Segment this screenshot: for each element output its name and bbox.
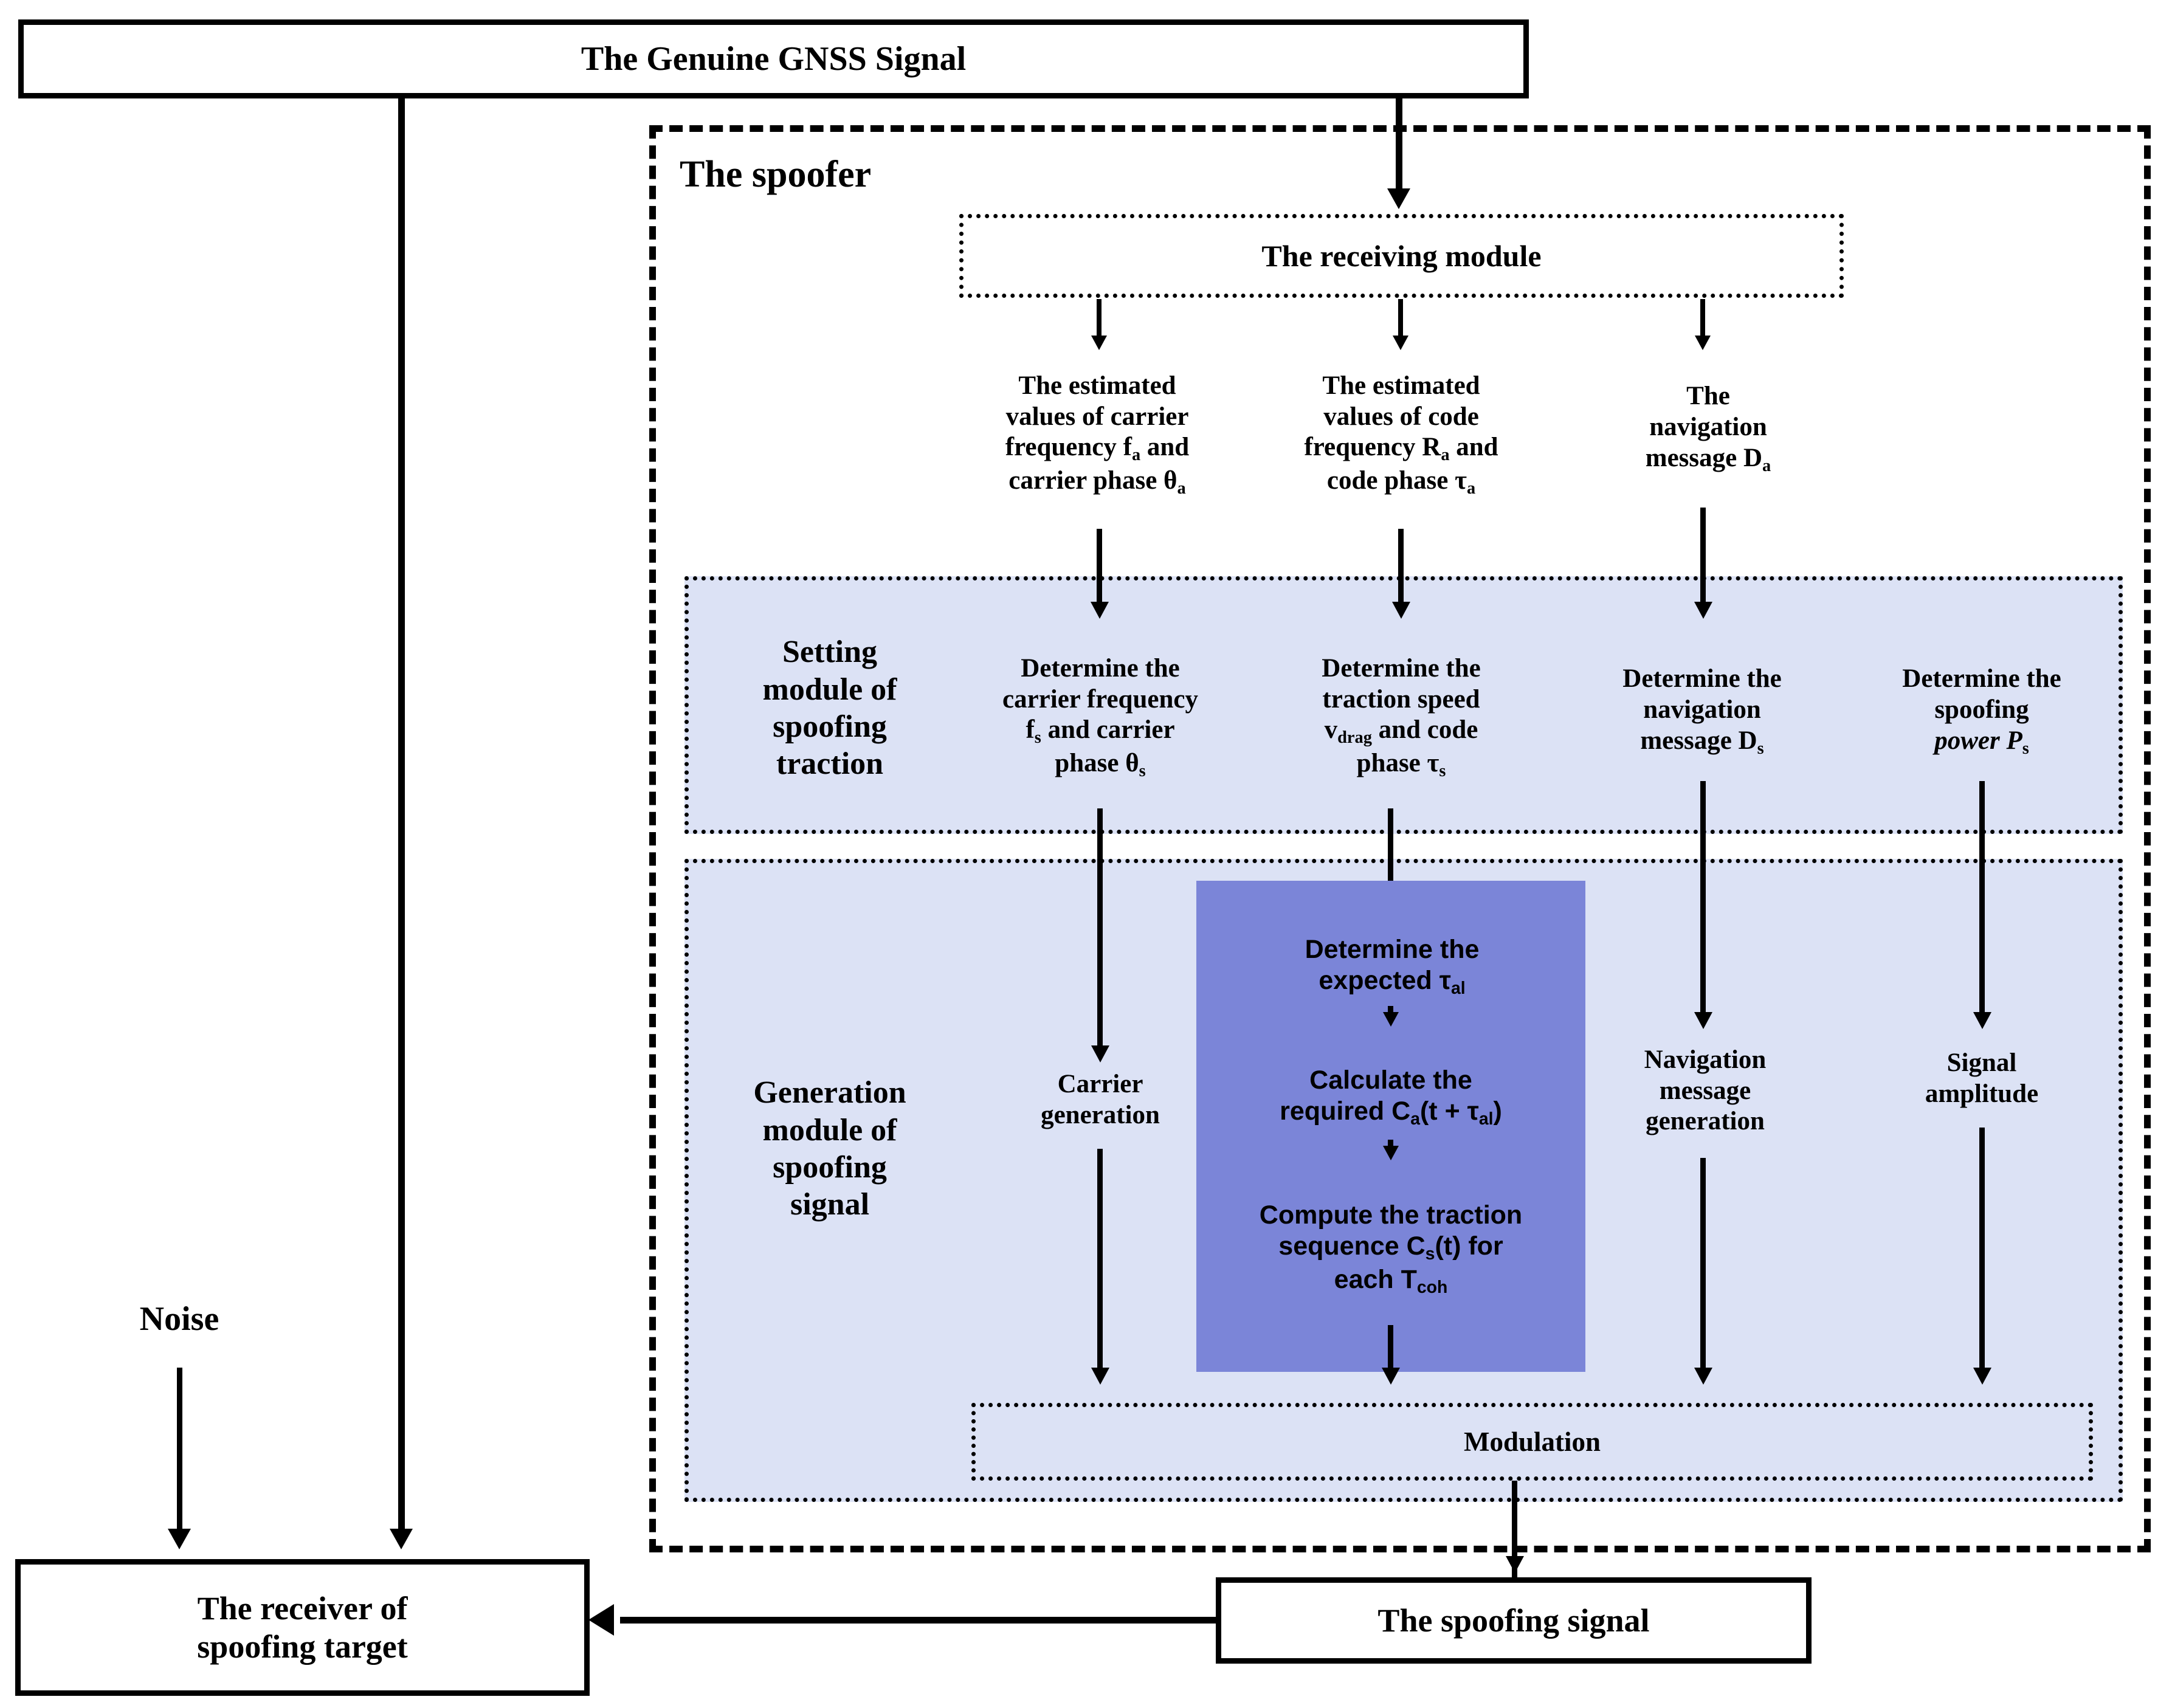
spoofing-signal-box: The spoofing signal (1216, 1577, 1812, 1664)
arrow-recv-to-carrier-head (1091, 336, 1107, 350)
arrow-setting-power-to-generation-head (1973, 1012, 1991, 1029)
connector-calculate-to-compute (1388, 1140, 1393, 1153)
setting-item-traction-speed: Determine the traction speed vdrag and c… (1322, 653, 1481, 780)
traction-sequence-box (1196, 881, 1585, 1372)
arrow-code-to-setting-head (1392, 602, 1410, 619)
setting-item-spoofing-power: Determine the spoofing power Ps (1902, 664, 2061, 758)
receiver-spoofing-target-box: The receiver of spoofing target (15, 1559, 590, 1696)
modulation-label: Modulation (1463, 1427, 1601, 1457)
arrow-navmsg-to-setting-head (1694, 602, 1712, 619)
receiving-module-box: The receiving module (959, 214, 1844, 298)
arrow-carrier-to-modulation-head (1091, 1368, 1109, 1385)
receiving-module-label: The receiving module (1261, 239, 1542, 273)
arrow-setting-nav-to-generation-head (1694, 1012, 1712, 1029)
estimate-carrier-text: The estimated values of carrier frequenc… (1005, 371, 1190, 498)
spoofing-signal-label: The spoofing signal (1377, 1602, 1650, 1639)
estimate-navmsg-text: The navigation message Da (1645, 382, 1771, 475)
noise-label: Noise (139, 1300, 219, 1338)
connector-modulation-to-spoofing-signal (1512, 1481, 1517, 1581)
setting-item-nav-message: Determine the navigation message Ds (1622, 664, 1782, 758)
connector-spoofing-signal-to-receiver (620, 1617, 1219, 1624)
connector-carrier-to-modulation (1097, 1149, 1103, 1374)
arrow-recv-to-code-head (1393, 336, 1408, 350)
navigation-generation-text: Navigation message generation (1644, 1045, 1767, 1136)
connector-amplitude-to-modulation (1979, 1128, 1985, 1374)
setting-item-carrier-freq: Determine the carrier frequency fs and c… (1002, 653, 1198, 780)
connector-carrier-to-setting (1097, 529, 1102, 608)
connector-setting-power-to-generation (1979, 781, 1985, 1018)
traction-step-compute-sequence: Compute the traction sequence Cs(t) for … (1259, 1200, 1523, 1298)
arrow-carrier-to-setting-head (1091, 602, 1109, 619)
connector-setting-carrier-to-generation (1097, 808, 1103, 1052)
connector-setting-traction-to-darkbox (1388, 808, 1393, 906)
spoofer-label: The spoofer (680, 154, 872, 196)
connector-gnss-to-receiver (398, 98, 405, 1539)
connector-noise-to-receiver (177, 1368, 182, 1541)
arrow-sequence-to-modulation-head (1382, 1368, 1400, 1385)
connector-gnss-to-receiving-module (1396, 98, 1402, 196)
arrow-recv-to-navmsg-head (1695, 336, 1711, 350)
setting-module-panel (684, 576, 2123, 834)
connector-code-to-setting (1398, 529, 1404, 608)
estimate-code-text: The estimated values of code frequency R… (1304, 371, 1498, 498)
arrow-modulation-to-spoofing-signal-head (1506, 1556, 1524, 1573)
connector-sequence-to-modulation (1388, 1325, 1393, 1374)
arrow-setting-carrier-to-generation-head (1091, 1045, 1109, 1062)
connector-recv-to-carrier (1097, 299, 1102, 342)
genuine-gnss-signal-label: The Genuine GNSS Signal (581, 40, 967, 78)
signal-amplitude-text: Signal amplitude (1925, 1049, 2039, 1108)
arrow-nav-to-modulation-head (1694, 1368, 1712, 1385)
arrow-gnss-to-receiver-head (390, 1529, 413, 1549)
arrow-gnss-to-receiving-module-head (1387, 188, 1410, 209)
generation-module-label: Generation module of spoofing signal (753, 1075, 906, 1222)
arrow-spoofing-signal-to-receiver-head (588, 1604, 614, 1636)
spoofer-container (649, 125, 2151, 1552)
modulation-box: Modulation (971, 1403, 2093, 1481)
connector-recv-to-navmsg (1700, 299, 1705, 342)
connector-recv-to-code (1398, 299, 1403, 342)
arrow-amplitude-to-modulation-head (1973, 1368, 1991, 1385)
traction-step-expected-tau: Determine the expected τal (1305, 934, 1480, 998)
arrow-noise-to-receiver-head (168, 1529, 191, 1549)
connector-nav-to-modulation (1700, 1158, 1706, 1374)
traction-step-required-ca: Calculate the required Ca(t + τal) (1280, 1065, 1502, 1129)
carrier-generation-text: Carrier generation (1041, 1070, 1160, 1129)
connector-expected-to-calculate (1388, 1006, 1393, 1019)
genuine-gnss-signal-box: The Genuine GNSS Signal (18, 19, 1529, 98)
connector-setting-nav-to-generation (1700, 781, 1706, 1018)
connector-navmsg-to-setting (1700, 508, 1706, 608)
setting-module-label: Setting module of spoofing traction (762, 635, 897, 782)
